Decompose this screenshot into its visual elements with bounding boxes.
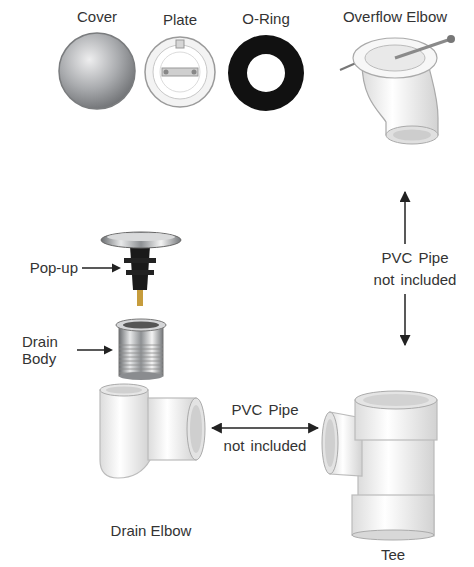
o-ring-picture-part <box>228 35 304 111</box>
leader-arrow-part <box>104 346 113 355</box>
drain-elbow-picture-part <box>187 398 205 460</box>
label-holder: Pop-up <box>30 259 78 276</box>
part-label: Overflow Elbow <box>343 8 447 25</box>
cover-picture-part <box>59 33 135 109</box>
drain-body-picture-part <box>119 345 163 373</box>
edge-label: PVC Pipe not included <box>370 247 460 291</box>
drain-elbow-picture-part <box>100 390 150 478</box>
label-holder: Overflow Elbow <box>343 8 447 25</box>
pop-up-picture-part <box>124 258 156 263</box>
drain-body-picture-part <box>123 322 159 329</box>
tee-picture-part <box>355 391 437 409</box>
cover-part: Cover <box>58 32 136 110</box>
drain-body-part: Drain Body <box>115 318 167 380</box>
drain-body-picture-part <box>119 326 163 376</box>
label-holder: O-Ring <box>242 10 290 27</box>
part-label: Plate <box>163 11 197 28</box>
plate-picture-part <box>176 40 184 48</box>
pop-up-picture-part <box>137 290 143 306</box>
overflow-elbow-picture <box>340 35 455 144</box>
overflow-elbow-part: Overflow Elbow <box>330 32 460 147</box>
pop-up-picture-part <box>130 246 150 290</box>
overflow-elbow-picture-part <box>447 35 455 43</box>
plate-part: Plate <box>143 35 217 109</box>
part-label: Pop-up <box>30 259 78 276</box>
drain-elbow-picture-part <box>190 405 202 453</box>
label-holder: Tee <box>381 546 405 563</box>
tee-picture <box>322 391 437 540</box>
connector-arrow <box>404 192 406 345</box>
pop-up-picture <box>101 232 181 306</box>
tee-picture-part <box>352 530 434 540</box>
pop-up-picture-part <box>101 232 181 248</box>
cover-picture <box>59 33 135 109</box>
o-ring-picture <box>228 35 304 111</box>
tee-picture-part <box>322 412 338 474</box>
leader-arrow-part <box>82 267 114 269</box>
leader-arrow <box>77 346 113 355</box>
leader-arrow <box>82 264 121 273</box>
plate-picture-part <box>192 70 197 75</box>
connector-arrow <box>212 427 318 429</box>
drain-elbow-part: Drain Elbow <box>95 383 207 500</box>
plate-picture-part <box>160 52 200 92</box>
leader-arrow-part <box>77 349 106 351</box>
overflow-elbow-picture-part <box>395 40 448 58</box>
tee-part: Tee <box>322 390 464 540</box>
label-holder: Drain Elbow <box>111 522 192 539</box>
drain-elbow-picture-part <box>106 387 142 394</box>
part-label: O-Ring <box>242 10 290 27</box>
plate-picture <box>145 37 215 107</box>
tee-picture-part <box>325 419 335 467</box>
pop-up-part: Pop-up <box>100 230 182 310</box>
part-label: Drain Elbow <box>111 522 192 539</box>
leader-arrow-part <box>112 264 121 273</box>
pop-up-picture-part <box>126 270 154 275</box>
o-ring-part: O-Ring <box>227 34 305 112</box>
plate-picture-part <box>162 68 198 76</box>
label-holder: Plate <box>163 11 197 28</box>
plate-picture-part <box>145 37 215 107</box>
part-label: Drain Body <box>22 333 72 368</box>
drain-body-picture-part <box>119 372 163 380</box>
tee-picture-part <box>352 495 434 535</box>
tee-picture-part <box>363 394 429 406</box>
drain-body-picture-part <box>116 319 166 331</box>
pop-up-picture-part <box>107 233 175 241</box>
part-label: Cover <box>77 8 117 25</box>
label-holder: Cover <box>77 8 117 25</box>
edge-label: PVC Pipe not included <box>220 392 310 464</box>
drain-body-picture <box>116 319 166 380</box>
label-holder: Drain Body <box>22 333 72 368</box>
part-label: Tee <box>381 546 405 563</box>
plate-picture-part <box>153 45 207 99</box>
plate-picture-part <box>164 70 169 75</box>
edge-label-holder: PVC Pipe not included <box>368 244 462 294</box>
drain-elbow-picture <box>100 384 205 478</box>
overflow-elbow-picture-part <box>393 130 431 141</box>
edge-label-holder: PVC Pipe not included <box>220 392 310 464</box>
drain-elbow-picture-part <box>100 384 148 396</box>
overflow-elbow-picture-part <box>386 126 438 144</box>
